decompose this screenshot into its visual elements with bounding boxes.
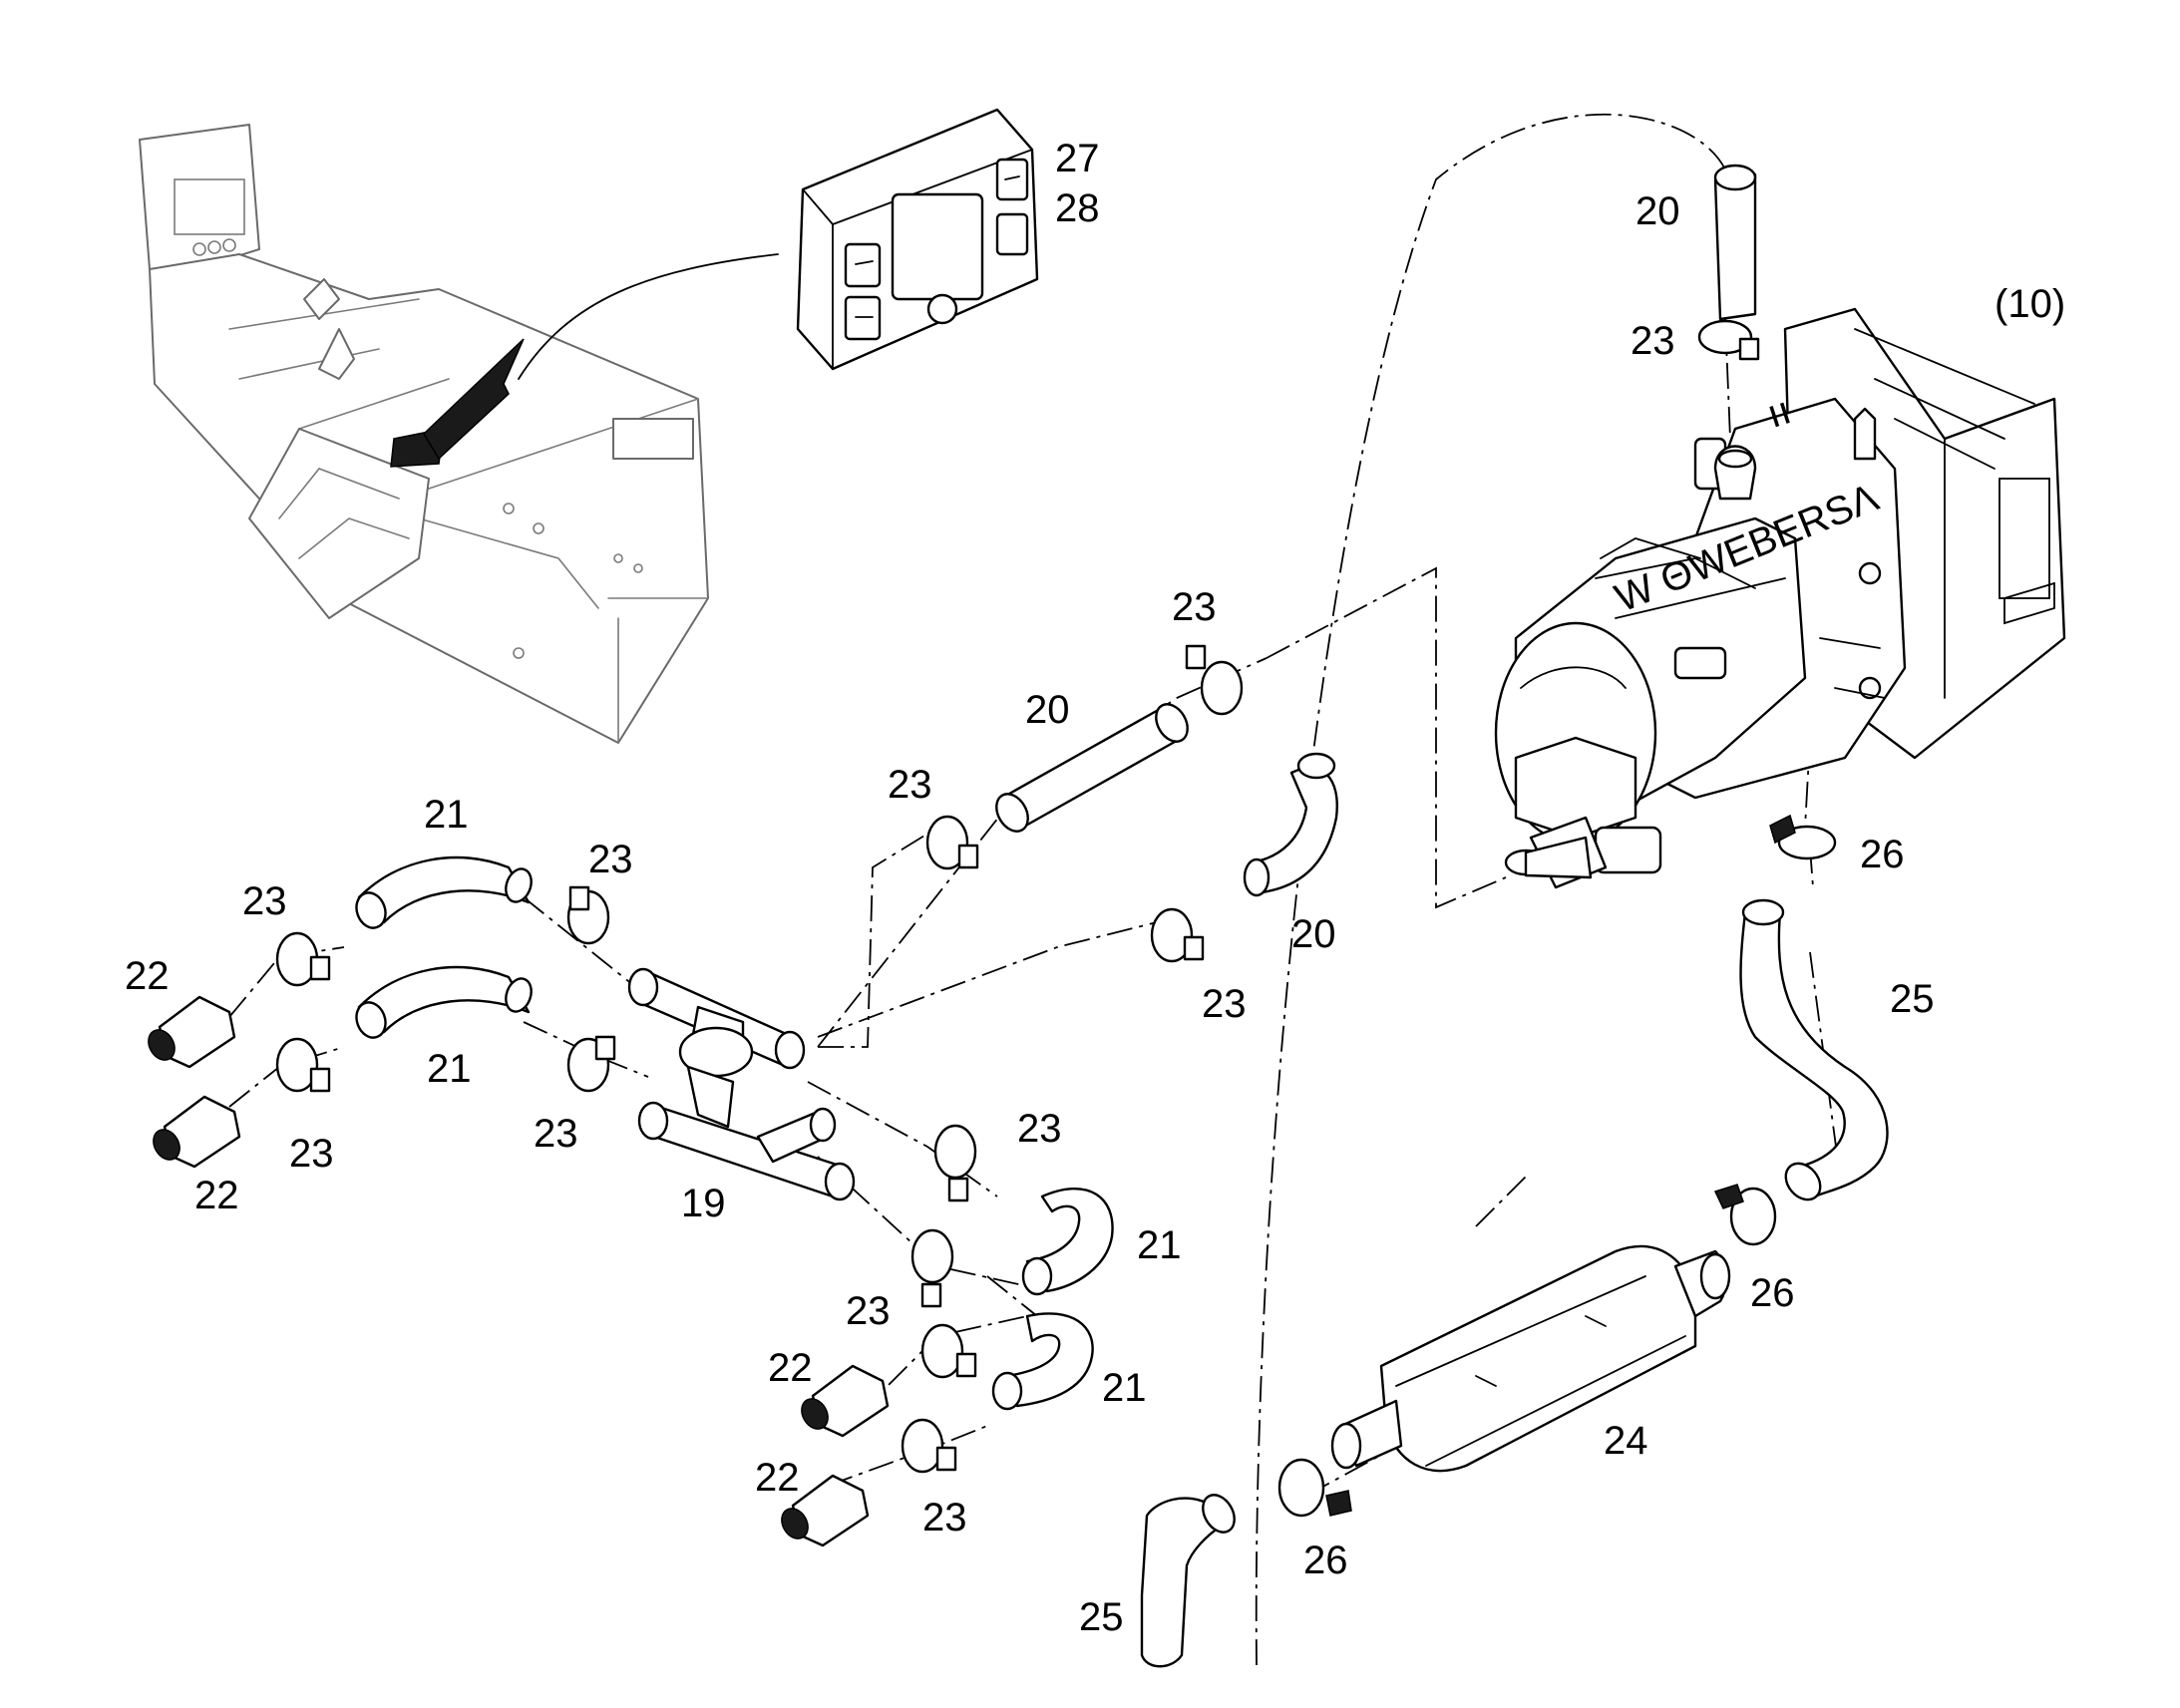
callout-23-f: 23 xyxy=(534,1112,578,1156)
coolant-hose-21-b xyxy=(355,965,533,1039)
coolant-hose-20-middle xyxy=(995,703,1189,833)
callout-26-middle: 26 xyxy=(1750,1271,1795,1315)
callout-labels: 27 28 20 23 (10) 23 20 23 20 23 21 23 23… xyxy=(125,137,2065,1639)
coolant-hose-21-c xyxy=(1021,1187,1114,1296)
callout-27: 27 xyxy=(1055,137,1100,180)
hose-clamp-23-k xyxy=(920,1323,977,1379)
hose-connector-22-a xyxy=(148,995,236,1069)
hose-clamp-23-l xyxy=(901,1418,957,1474)
callout-19: 19 xyxy=(681,1182,726,1225)
callout-20-middle: 20 xyxy=(1025,688,1070,732)
hose-clamp-23-g xyxy=(275,931,331,987)
callout-23-g: 23 xyxy=(242,879,287,923)
hose-clamp-23-i xyxy=(933,1124,977,1202)
heater-unit: ıı W ΘWEBERSΛ xyxy=(1494,307,2066,889)
heater-control-panel xyxy=(796,108,1039,371)
coolant-hose-25-right xyxy=(1739,898,1889,1201)
callout-22-a: 22 xyxy=(125,954,170,998)
hose-clamp-23-c xyxy=(925,815,979,870)
hose-connector-22-b xyxy=(153,1095,241,1169)
callout-26-bottom: 26 xyxy=(1303,1538,1348,1582)
callout-23-h: 23 xyxy=(289,1132,334,1176)
callout-20-top: 20 xyxy=(1635,189,1680,233)
coolant-hose-21-d xyxy=(991,1312,1094,1411)
coolant-hose-25-lower xyxy=(1140,1494,1236,1668)
hose-clamp-23-b xyxy=(1185,644,1244,716)
callout-22-b: 22 xyxy=(194,1174,239,1217)
callout-24: 24 xyxy=(1604,1419,1648,1463)
callout-22-d: 22 xyxy=(755,1456,800,1500)
hose-clamp-26-c xyxy=(1277,1458,1352,1518)
callout-23-i: 23 xyxy=(1017,1107,1062,1151)
callout-28: 28 xyxy=(1055,186,1100,230)
callout-21-a: 21 xyxy=(424,793,469,837)
callout-22-c: 22 xyxy=(768,1346,813,1390)
callout-25-bottom: 25 xyxy=(1079,1595,1124,1639)
detail-callout-curve xyxy=(518,253,779,380)
callout-20-elbow: 20 xyxy=(1291,912,1336,956)
coolant-hose-21-a xyxy=(355,855,533,929)
coolant-hose-20-upper xyxy=(1713,164,1757,321)
callout-25-right: 25 xyxy=(1890,977,1935,1021)
coolant-t-valve xyxy=(627,967,856,1201)
callout-23-e: 23 xyxy=(588,838,633,881)
arrow-icon xyxy=(423,338,525,461)
hose-clamp-26-b xyxy=(1713,1184,1777,1246)
callout-21-b: 21 xyxy=(427,1047,472,1091)
callout-23-j: 23 xyxy=(846,1289,891,1333)
callout-23-elbow: 23 xyxy=(1202,982,1247,1026)
coolant-tank-24 xyxy=(1330,1244,1731,1473)
coolant-hose-20-elbow xyxy=(1243,752,1338,897)
callout-23-left: 23 xyxy=(888,763,932,807)
callout-26-top: 26 xyxy=(1860,833,1905,876)
hose-connector-22-d xyxy=(781,1474,870,1547)
hose-clamp-23-h xyxy=(275,1037,331,1093)
operator-console xyxy=(139,124,709,744)
hose-clamp-23-e xyxy=(566,885,610,945)
hose-clamp-23-j xyxy=(910,1228,954,1308)
callout-21-d: 21 xyxy=(1102,1366,1147,1410)
callout-23-middle: 23 xyxy=(1172,585,1217,629)
callout-10: (10) xyxy=(1995,282,2065,326)
hose-connector-22-c xyxy=(801,1364,890,1438)
hose-clamp-26-a xyxy=(1769,814,1837,860)
callout-21-c: 21 xyxy=(1137,1223,1182,1267)
callout-23-l: 23 xyxy=(922,1496,967,1539)
hose-clamp-23-d xyxy=(1150,907,1205,963)
callout-23-top: 23 xyxy=(1631,319,1675,363)
hose-clamp-23-f xyxy=(566,1035,616,1093)
hose-clamp-23-a xyxy=(1697,319,1760,361)
